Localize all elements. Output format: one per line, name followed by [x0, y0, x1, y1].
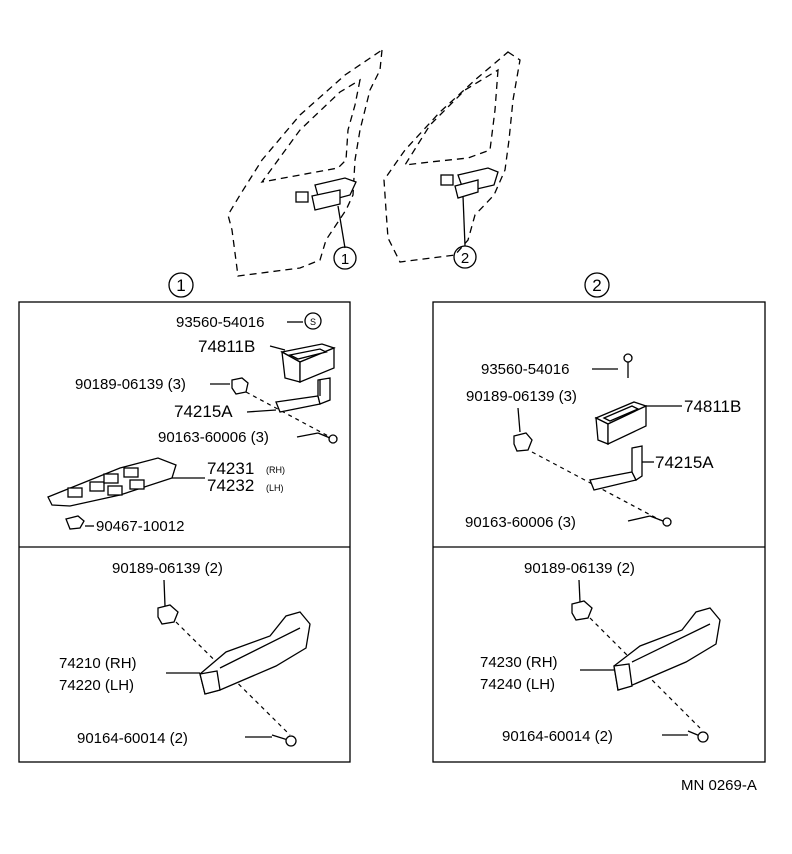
label-90189-06139-3-p2: 90189-06139 (3) — [466, 388, 577, 405]
label-90189-06139-2: 90189-06139 (2) — [112, 560, 223, 577]
label-74240-lh: 74240 (LH) — [480, 676, 555, 693]
section-1-number: 1 — [176, 276, 185, 295]
clip-p2-icon — [513, 432, 533, 452]
label-74215a: 74215A — [174, 402, 233, 421]
screw-symbol-icon — [304, 312, 322, 330]
label-90467-10012: 90467-10012 — [96, 518, 184, 535]
label-74232: 74232 — [207, 476, 254, 495]
panel-1-frame — [18, 301, 351, 763]
front-door-illustration — [227, 48, 383, 277]
label-90163-60006-3-p2: 90163-60006 (3) — [465, 514, 576, 531]
switch-bezel-p2-icon — [594, 401, 648, 446]
label-90164-60014-2-p2: 90164-60014 (2) — [502, 728, 613, 745]
cap-icon — [65, 515, 85, 530]
panel-2-frame — [432, 301, 766, 763]
label-93560-54016-p2: 93560-54016 — [481, 361, 569, 378]
clip-lower-p2-icon — [571, 600, 593, 621]
clip-lower-icon — [157, 604, 179, 625]
label-90189-06139-3: 90189-06139 (3) — [75, 376, 186, 393]
bracket-icon — [275, 377, 331, 413]
label-74811b-p2: 74811B — [684, 397, 741, 416]
armrest-panel-icon — [47, 457, 177, 507]
label-93560-54016: 93560-54016 — [176, 314, 264, 331]
label-74811b: 74811B — [198, 337, 255, 356]
pull-handle-icon — [199, 611, 311, 695]
screw-p2-icon — [649, 515, 672, 527]
diagram-code: MN 0269-A — [681, 777, 757, 794]
callout-2-door-number: 2 — [461, 250, 469, 267]
screw-icon — [317, 432, 338, 444]
panel-1: 93560-54016 S 74811B 90189-06139 (3) 742… — [18, 301, 351, 763]
label-90163-60006-3: 90163-60006 (3) — [158, 429, 269, 446]
section-1-header: 1 — [168, 272, 194, 298]
callout-1-door-number: 1 — [341, 251, 349, 268]
label-74232-lh: (LH) — [266, 483, 284, 493]
screw-lower-icon — [271, 734, 297, 747]
label-90164-60014-2: 90164-60014 (2) — [77, 730, 188, 747]
panel-2: 93560-54016 90189-06139 (3) 74811B 74215… — [432, 301, 766, 763]
label-74230-rh: 74230 (RH) — [480, 654, 558, 671]
screw-symbol-letter: S — [310, 317, 316, 327]
screw-top-icon — [623, 353, 633, 378]
clip-icon — [231, 377, 249, 395]
rear-door-illustration — [383, 51, 521, 263]
callout-1-door: 1 — [333, 246, 357, 270]
label-90189-06139-2-p2: 90189-06139 (2) — [524, 560, 635, 577]
label-74215a-p2: 74215A — [655, 453, 714, 472]
section-2-header: 2 — [584, 272, 610, 298]
screw-lower-p2-icon — [687, 730, 709, 743]
callout-2-door: 2 — [453, 245, 477, 269]
label-74231: 74231 — [207, 459, 254, 478]
switch-bezel-icon — [280, 343, 336, 383]
pull-handle-p2-icon — [613, 607, 721, 691]
label-74220-lh: 74220 (LH) — [59, 677, 134, 694]
label-74210-rh: 74210 (RH) — [59, 655, 137, 672]
bracket-p2-icon — [589, 445, 643, 491]
label-74231-rh: (RH) — [266, 465, 285, 475]
section-2-number: 2 — [592, 276, 601, 295]
